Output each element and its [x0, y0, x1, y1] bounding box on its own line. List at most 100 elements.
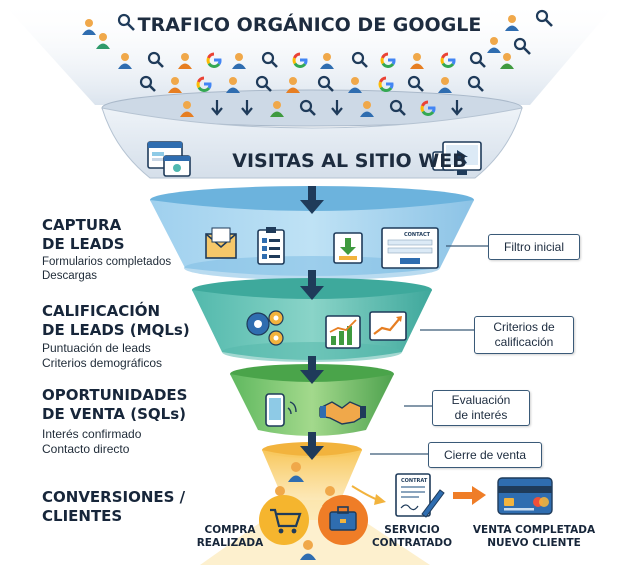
outcome-compra-line2: REALIZADA	[196, 537, 264, 549]
search-icon	[139, 75, 156, 92]
oportunidades-title-line2: DE VENTA (SQLs)	[42, 405, 186, 423]
user-icon	[178, 53, 192, 69]
visits-band	[101, 107, 523, 179]
google-g-icon	[380, 52, 396, 68]
shopping-cart-icon	[259, 495, 309, 545]
user-icon	[438, 77, 452, 93]
user-icon	[348, 77, 362, 93]
user-icon	[270, 101, 284, 117]
search-icon	[261, 51, 278, 68]
handshake-icon	[319, 401, 366, 425]
outcome-venta: VENTA COMPLETADA NUEVO CLIENTE	[464, 524, 604, 550]
google-g-icon	[378, 76, 394, 92]
google-g-icon	[206, 52, 222, 68]
contract-icon: CONTRAT	[395, 473, 445, 518]
callout-connectors	[370, 245, 488, 455]
user-icon	[82, 19, 96, 35]
user-icon	[232, 53, 246, 69]
user-icon	[118, 53, 132, 69]
search-icon	[117, 13, 135, 31]
conversiones-title-line1: CONVERSIONES /	[42, 488, 186, 506]
user-icon	[180, 101, 194, 117]
envelope-icon	[205, 227, 237, 259]
google-g-icon	[420, 100, 436, 116]
search-icon	[513, 37, 531, 55]
search-icon	[535, 9, 553, 27]
arrow-down-icon	[241, 100, 253, 116]
user-icon	[286, 77, 300, 93]
traffic-icons	[82, 9, 553, 55]
callout-cierre-venta: Cierre de venta	[428, 442, 542, 468]
outcome-venta-line2: NUEVO CLIENTE	[487, 537, 581, 549]
captura-title-line1: CAPTURA	[42, 216, 122, 234]
search-icon	[389, 99, 406, 116]
search-icon	[147, 51, 164, 68]
search-icon	[255, 75, 272, 92]
conversiones-title-line2: CLIENTES	[42, 507, 123, 525]
browser-window-icon	[147, 141, 191, 177]
search-icon	[467, 75, 484, 92]
user-icon	[96, 33, 110, 49]
callout-criterios: Criterios de calificación	[474, 316, 574, 354]
outcome-compra-line1: COMPRA	[204, 524, 256, 536]
search-icon	[317, 75, 334, 92]
traffic-icons-row	[118, 51, 514, 117]
callout-criterios-line1: Criterios de	[493, 320, 555, 334]
user-icon	[487, 37, 501, 53]
callout-evaluacion-line1: Evaluación	[451, 393, 511, 407]
oportunidades-sub-1: Interés confirmado	[42, 427, 142, 441]
contact-form-label: CONTACT	[404, 232, 431, 238]
visits-title: VISITAS AL SITIO WEB	[232, 150, 467, 172]
contact-form-icon: CONTACT	[381, 227, 439, 269]
callout-evaluacion-line2: de interés	[454, 408, 508, 422]
search-icon	[351, 51, 368, 68]
outcome-venta-line1: VENTA COMPLETADA	[472, 524, 596, 536]
callout-criterios-line2: calificación	[494, 335, 554, 349]
credit-card-icon	[497, 477, 553, 515]
download-icon	[333, 232, 363, 264]
search-icon	[299, 99, 316, 116]
down-arrows	[300, 186, 324, 460]
user-icon	[410, 53, 424, 69]
gears-icon	[246, 310, 284, 346]
outcome-servicio: SERVICIO CONTRATADO	[364, 524, 460, 550]
calificacion-band	[192, 290, 432, 360]
user-icon	[500, 53, 514, 69]
captura-sub-2: Descargas	[42, 270, 97, 282]
user-icon	[300, 540, 316, 560]
growth-chart-icon	[369, 311, 407, 341]
arrow-down-icon	[451, 100, 463, 116]
oportunidades-title-line1: OPORTUNIDADES	[42, 386, 188, 404]
user-icon	[505, 15, 519, 31]
contract-label: CONTRAT	[401, 478, 428, 484]
captura-sub-1: Formularios completados	[42, 256, 172, 268]
user-icon	[360, 101, 374, 117]
traffic-title: TRAFICO ORGÁNICO DE GOOGLE	[137, 14, 482, 36]
search-icon	[407, 75, 424, 92]
google-g-icon	[292, 52, 308, 68]
calificacion-title-line1: CALIFICACIÓN	[42, 302, 161, 320]
arrow-down-icon	[211, 100, 223, 116]
monitor-icon	[432, 141, 482, 175]
arrow-right-icon	[453, 486, 486, 505]
callout-evaluacion: Evaluación de interés	[432, 390, 530, 426]
checklist-icon	[257, 227, 285, 265]
user-icon	[168, 77, 182, 93]
outcome-servicio-line1: SERVICIO	[384, 524, 440, 536]
oportunidades-sub-2: Contacto directo	[42, 442, 130, 456]
growth-chart-icon	[325, 315, 361, 349]
calificacion-sub-2: Criterios demográficos	[42, 356, 163, 370]
outcome-servicio-line2: CONTRATADO	[371, 537, 453, 549]
outcome-compra: COMPRA REALIZADA	[190, 524, 270, 550]
calificacion-sub-1: Puntuación de leads	[42, 341, 151, 355]
captura-title-line2: DE LEADS	[42, 235, 125, 253]
google-g-icon	[440, 52, 456, 68]
phone-icon	[265, 393, 297, 427]
user-icon	[226, 77, 240, 93]
user-icon	[288, 462, 304, 482]
callout-filtro-inicial: Filtro inicial	[488, 234, 580, 260]
briefcase-icon	[318, 495, 368, 545]
arrow-down-icon	[331, 100, 343, 116]
